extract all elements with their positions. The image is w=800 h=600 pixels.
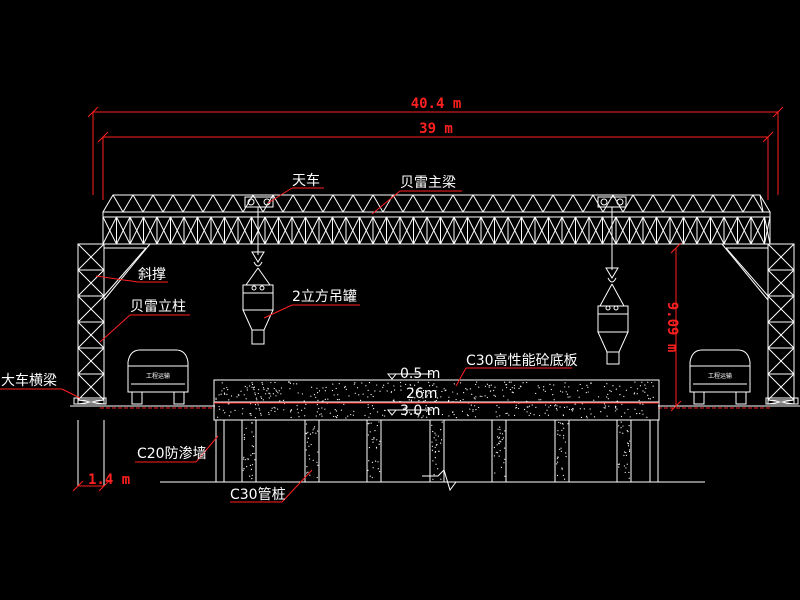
svg-text:C30管桩: C30管桩 <box>230 486 286 503</box>
label-slab: C30高性能砼底板 <box>455 352 578 387</box>
svg-text:斜撑: 斜撑 <box>138 267 166 283</box>
break-symbol <box>422 469 470 492</box>
dimension-height: 9.09 m <box>664 242 682 412</box>
svg-text:2立方吊罐: 2立方吊罐 <box>292 289 357 305</box>
rail-span-label: 39 m <box>419 121 453 137</box>
pipe-piles <box>215 419 659 483</box>
dimension-rail-span: 39 m <box>97 121 774 200</box>
trolley-right <box>597 196 627 270</box>
pile <box>304 419 320 483</box>
pile <box>491 419 507 483</box>
truck-left-plate: 工程运输 <box>146 372 170 380</box>
pile <box>616 419 632 483</box>
svg-text:大车横梁: 大车横梁 <box>1 372 57 389</box>
label-main-girder: 贝雷主梁 <box>371 175 462 215</box>
left-column <box>73 243 151 405</box>
truck-left: 工程运输 <box>127 349 189 405</box>
svg-text:贝雷立柱: 贝雷立柱 <box>130 299 186 315</box>
pile <box>554 419 570 483</box>
pile <box>241 419 257 483</box>
svg-text:C30高性能砼底板: C30高性能砼底板 <box>466 352 578 369</box>
cutoff-wall <box>215 419 225 483</box>
label-column: 贝雷立柱 <box>99 299 190 343</box>
svg-text:天车: 天车 <box>292 172 320 189</box>
bucket-left <box>242 251 274 345</box>
label-cutoff-wall: C20防渗墙 <box>135 435 219 463</box>
pile <box>429 419 445 483</box>
bucket-right <box>597 267 629 365</box>
label-trolley: 天车 <box>267 172 324 204</box>
pile <box>366 419 382 483</box>
cutoff-wall <box>649 419 659 483</box>
svg-text:贝雷主梁: 贝雷主梁 <box>400 175 456 191</box>
dimension-overall: 40.4 m <box>87 96 784 195</box>
truck-right-plate: 工程运输 <box>708 372 732 380</box>
overall-span-label: 40.4 m <box>411 96 462 112</box>
beam-width-label: 1.4 m <box>88 472 130 488</box>
label-crossbeam: 大车横梁 <box>0 372 81 399</box>
truck-right: 工程运输 <box>689 349 751 405</box>
level-bottom-label: 3.0 m <box>400 403 440 419</box>
slab-width-label: 26m <box>406 386 437 402</box>
main-girder <box>102 194 771 245</box>
svg-text:C20防渗墙: C20防渗墙 <box>137 446 207 462</box>
label-pile: C30管桩 <box>230 469 313 503</box>
height-label: 9.09 m <box>664 302 680 353</box>
right-column <box>721 243 799 405</box>
label-diagonal-brace: 斜撑 <box>95 267 168 283</box>
level-top-label: 0.5 m <box>400 366 440 382</box>
dimension-beam-width: 1.4 m <box>72 420 130 492</box>
label-bucket: 2立方吊罐 <box>263 289 360 319</box>
